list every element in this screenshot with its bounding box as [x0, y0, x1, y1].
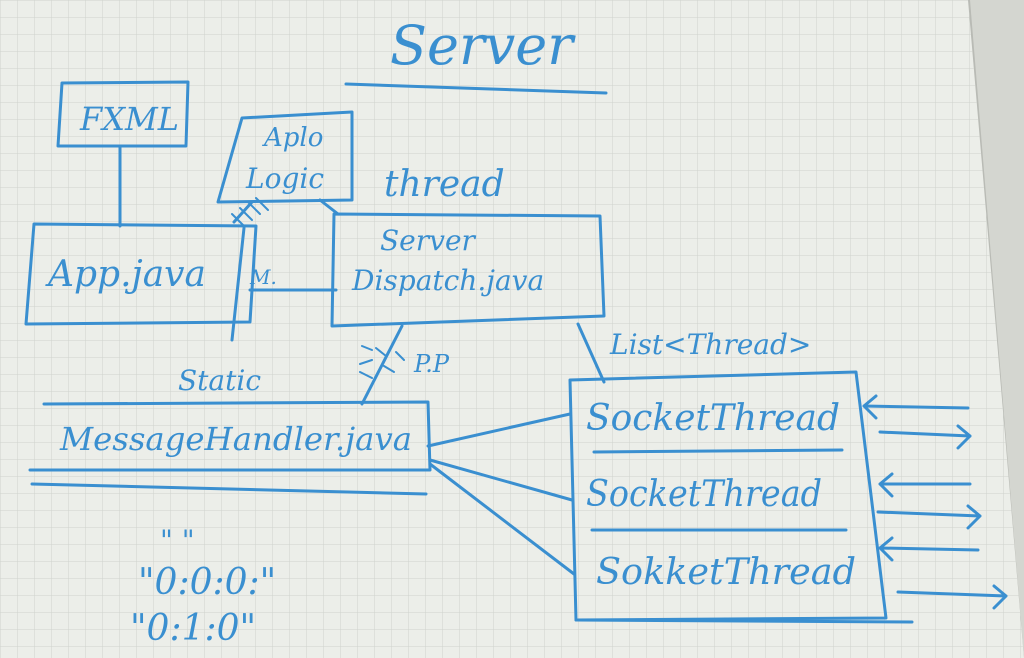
dispatch-label-line1: Server [380, 224, 477, 257]
messagehandler-bottom [30, 482, 428, 496]
mh-socket-link-3 [428, 462, 576, 576]
quotes-label: " " [160, 524, 195, 557]
dispatch-pp-hatching [359, 345, 405, 379]
socketthread-label-2: SocketThread [586, 474, 822, 515]
app-box [24, 222, 258, 326]
list-thread-label: List<Thread> [609, 328, 811, 361]
arrow-out-2 [876, 504, 982, 530]
logic-dispatch-connector [318, 198, 340, 216]
logic-label-line1: Aplo [262, 123, 323, 153]
logic-label-line2: Logic [245, 162, 324, 195]
logic-box [216, 110, 354, 204]
dispatch-box [330, 212, 606, 328]
arrow-out-3 [896, 584, 1008, 610]
socketthread-label-1: SocketThread [586, 398, 840, 439]
dispatch-socketthread-connector [576, 322, 606, 384]
arrow-in-1 [862, 394, 970, 420]
mh-socket-link-2 [428, 458, 574, 502]
app-inner-line [230, 226, 246, 342]
socketthread-bottom [574, 618, 914, 624]
title-underline [344, 82, 608, 95]
socketthread-container [568, 370, 888, 622]
message-example-2: "0:1:0" [130, 608, 256, 649]
socketthread-divider-1 [592, 448, 844, 454]
page-title: Server [390, 14, 576, 77]
dispatch-messagehandler-connector [360, 324, 404, 406]
message-example-1: "0:0:0:" [138, 562, 276, 603]
mh-socket-link-1 [426, 412, 572, 448]
static-label: Static [178, 364, 261, 397]
fxml-box [56, 80, 190, 148]
messagehandler-label: MessageHandler.java [59, 420, 412, 458]
arrow-in-3 [878, 536, 980, 562]
messagehandler-box [28, 400, 432, 472]
thread-label: thread [384, 164, 505, 205]
logic-multiplicity-marks [231, 197, 269, 227]
dispatch-label-line2: Dispatch.java [351, 264, 544, 297]
fxml-label: FXML [79, 100, 179, 138]
socketthread-label-3: SokketThread [596, 552, 856, 593]
arrow-in-2 [878, 472, 972, 498]
app-label: App.java [45, 254, 206, 295]
pp-label: P.P [413, 350, 450, 378]
arrow-out-1 [878, 424, 972, 450]
m-label: M. [249, 265, 277, 289]
